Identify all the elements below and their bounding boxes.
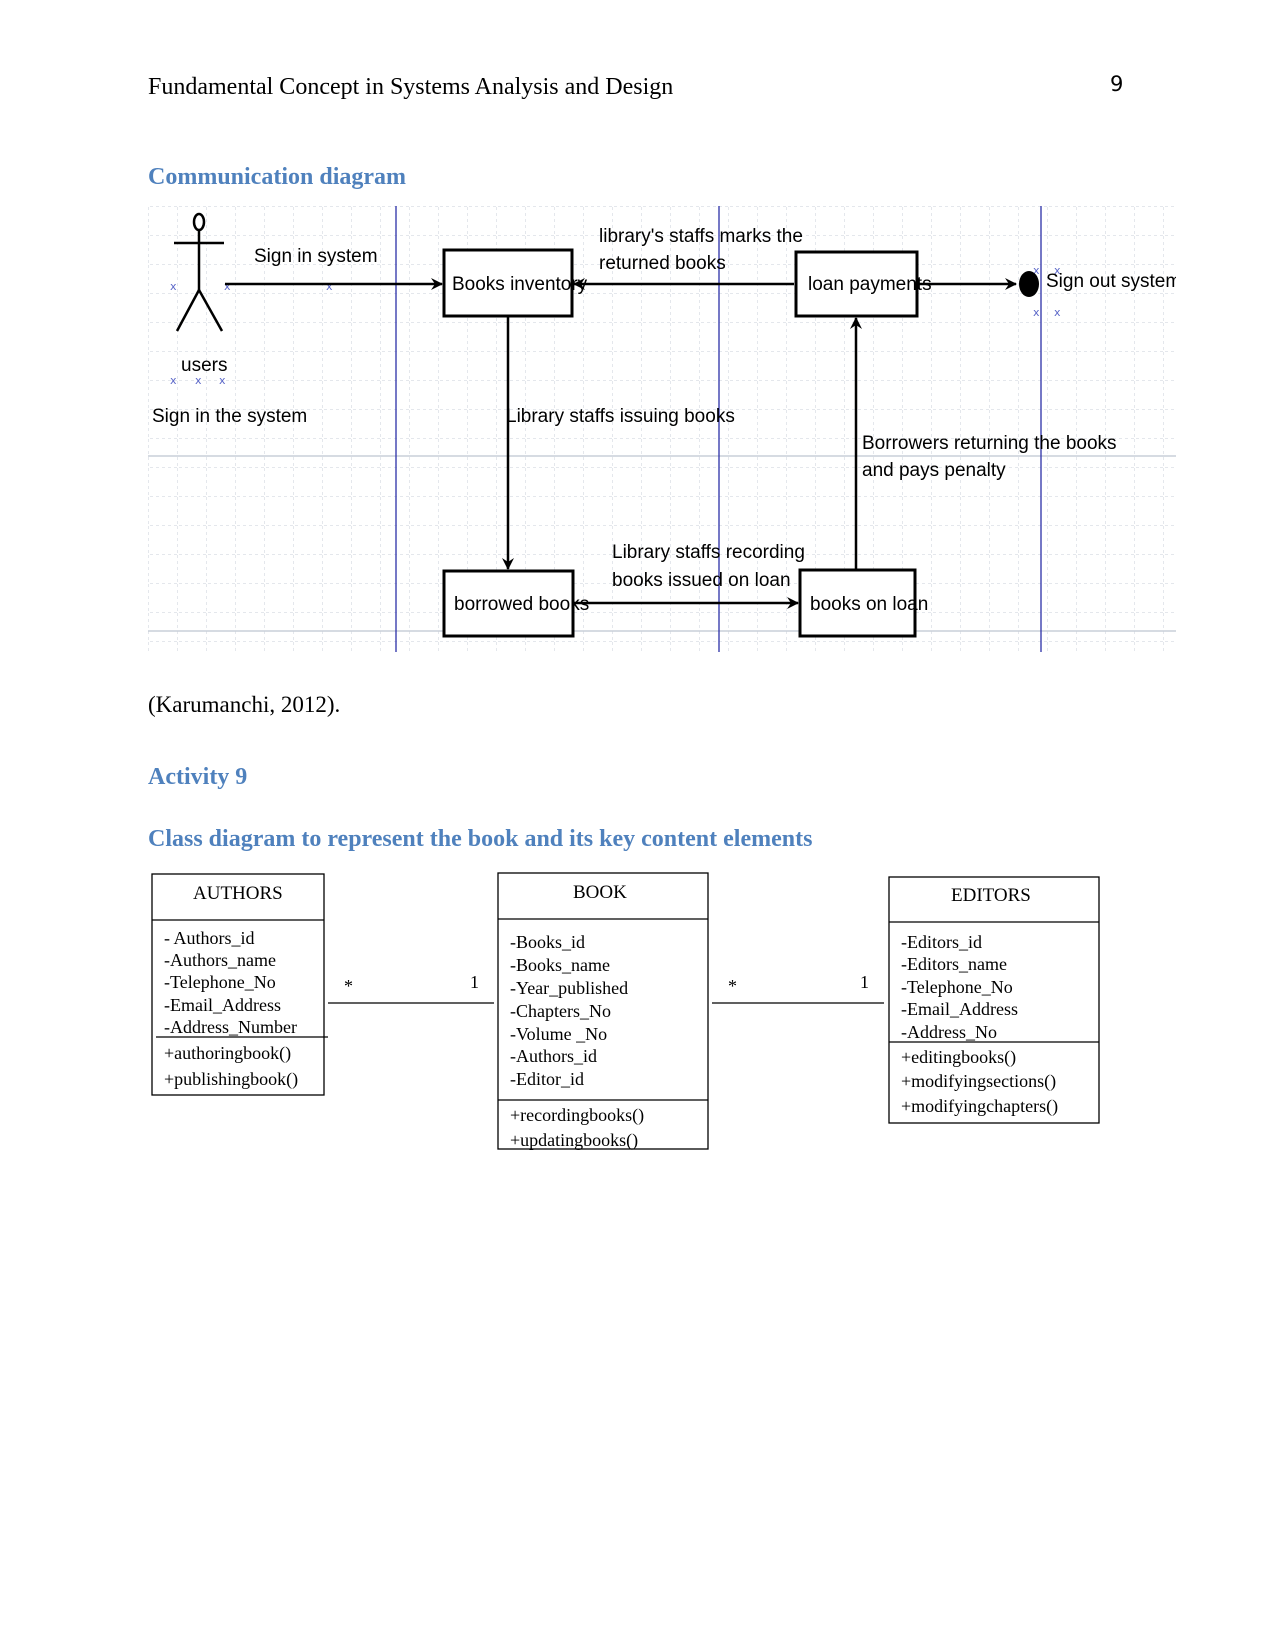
book-attribute: -Books_name	[510, 955, 610, 975]
authors-attribute: -Email_Address	[164, 995, 281, 1015]
page-number: 9	[1110, 72, 1124, 96]
book-attribute: -Year_published	[510, 978, 628, 998]
svg-text:x: x	[326, 280, 333, 293]
actor-caption: Sign in the system	[152, 406, 307, 427]
book-attribute: -Authors_id	[510, 1046, 597, 1066]
connection-markers: x x x x x x x x x x	[170, 264, 1061, 387]
svg-text:x: x	[224, 280, 231, 293]
editors-class-name: EDITORS	[951, 885, 1031, 906]
books-inventory-label: Books inventory	[452, 274, 588, 295]
editors-method: +modifyingsections()	[901, 1071, 1056, 1092]
svg-text:x: x	[1054, 264, 1061, 277]
multiplicity-label: 1	[860, 972, 869, 992]
authors-method: +authoringbook()	[164, 1043, 291, 1064]
authors-class-name: AUTHORS	[193, 883, 283, 904]
sign-out-message: Sign out system	[1046, 271, 1176, 292]
user-actor-icon	[174, 212, 224, 332]
communication-diagram-heading: Communication diagram	[148, 164, 406, 190]
book-attribute: -Chapters_No	[510, 1001, 611, 1021]
marks-returned-message-line1: library's staffs marks the	[599, 226, 803, 247]
authors-attribute: -Authors_name	[164, 950, 276, 970]
svg-text:x: x	[170, 374, 177, 387]
marks-returned-message-line2: returned books	[599, 253, 726, 274]
book-class-name: BOOK	[573, 882, 627, 903]
svg-text:x: x	[1033, 306, 1040, 319]
editors-attribute: -Editors_id	[901, 932, 982, 952]
borrowed-books-label: borrowed books	[454, 594, 589, 615]
svg-text:x: x	[170, 280, 177, 293]
editors-attribute: -Telephone_No	[901, 977, 1013, 997]
svg-text:x: x	[219, 374, 226, 387]
loan-payments-box: loan payments	[794, 250, 932, 318]
authors-attribute: - Authors_id	[164, 928, 255, 948]
activity-heading: Activity 9	[148, 764, 248, 790]
class-diagram: AUTHORS - Authors_id -Authors_name -Tele…	[151, 872, 1100, 1151]
svg-text:x: x	[195, 374, 202, 387]
authors-attribute: -Address_Number	[164, 1017, 297, 1037]
multiplicity-label: *	[344, 976, 353, 996]
books-on-loan-label: books on loan	[810, 594, 928, 615]
book-method: +updatingbooks()	[510, 1130, 638, 1151]
authors-method: +publishingbook()	[164, 1069, 298, 1090]
editors-attribute: -Email_Address	[901, 999, 1018, 1019]
editors-class-box: EDITORS -Editors_id -Editors_name -Telep…	[888, 876, 1100, 1124]
sign-in-message: Sign in system	[254, 246, 378, 267]
editors-method: +editingbooks()	[901, 1047, 1016, 1068]
book-attribute: -Editor_id	[510, 1069, 584, 1089]
final-state-icon	[1019, 271, 1039, 297]
books-inventory-box: Books inventory	[442, 248, 588, 318]
book-attribute: -Volume _No	[510, 1024, 607, 1044]
actor-label: users	[181, 355, 227, 376]
recording-loan-message-line1: Library staffs recording	[612, 542, 805, 563]
book-attribute: -Books_id	[510, 932, 585, 952]
issuing-books-message: Library staffs issuing books	[506, 406, 735, 427]
class-diagram-heading: Class diagram to represent the book and …	[148, 826, 813, 852]
grid-background	[148, 206, 1176, 652]
returning-books-message-line1: Borrowers returning the books	[862, 433, 1117, 454]
editors-attribute: -Editors_name	[901, 954, 1007, 974]
authors-attribute: -Telephone_No	[164, 972, 276, 992]
svg-text:x: x	[1033, 264, 1040, 277]
editors-attribute: -Address_No	[901, 1022, 997, 1042]
multiplicity-label: *	[728, 976, 737, 996]
book-method: +recordingbooks()	[510, 1105, 644, 1126]
book-class-box: BOOK -Books_id -Books_name -Year_publish…	[497, 872, 709, 1151]
citation: (Karumanchi, 2012).	[148, 692, 341, 717]
books-on-loan-box: books on loan	[798, 568, 928, 638]
svg-text:x: x	[1054, 306, 1061, 319]
authors-class-box: AUTHORS - Authors_id -Authors_name -Tele…	[151, 873, 328, 1096]
running-header: Fundamental Concept in Systems Analysis …	[148, 74, 674, 100]
multiplicity-label: 1	[470, 972, 479, 992]
recording-loan-message-line2: books issued on loan	[612, 570, 791, 591]
borrowed-books-box: borrowed books	[442, 569, 589, 638]
editors-method: +modifyingchapters()	[901, 1096, 1058, 1117]
loan-payments-label: loan payments	[808, 274, 932, 295]
returning-books-message-line2: and pays penalty	[862, 460, 1006, 481]
